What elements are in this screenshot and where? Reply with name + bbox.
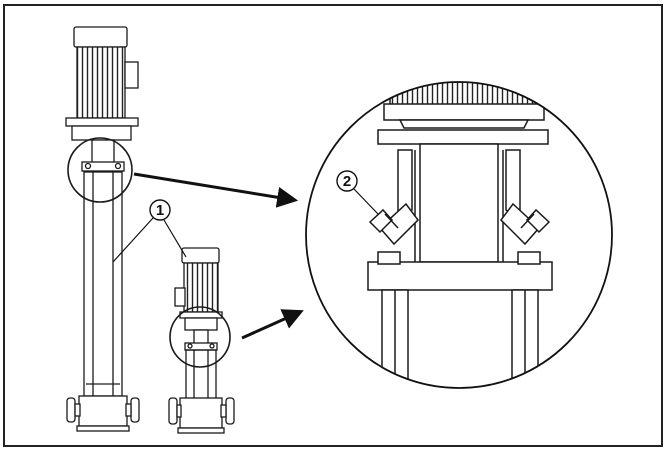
short-pump-column bbox=[185, 349, 217, 401]
tall-pump-flange bbox=[65, 117, 139, 127]
tall-pump-terminal-box bbox=[124, 61, 139, 89]
detail-bottom-flange bbox=[367, 261, 553, 291]
magnified-detail bbox=[305, 81, 613, 389]
short-pump-motor bbox=[183, 262, 219, 313]
callout-2-label: 2 bbox=[343, 173, 351, 190]
short-pump-base bbox=[179, 397, 223, 429]
short-pump-outlet-flange bbox=[225, 397, 235, 425]
short-pump-terminal-box bbox=[174, 287, 186, 307]
short-pump bbox=[168, 247, 235, 434]
arrow-right-icon bbox=[133, 172, 299, 208]
tall-pump-motor-cap bbox=[73, 26, 128, 48]
callout-1: 1 bbox=[112, 199, 187, 263]
callout-2-leader bbox=[353, 188, 379, 215]
detail-vent-screw-left bbox=[368, 202, 419, 246]
callout-1-leader-right bbox=[163, 219, 187, 258]
tall-pump bbox=[65, 26, 140, 432]
tall-pump-outlet-flange bbox=[130, 397, 140, 423]
callout-1-leader-left bbox=[112, 217, 154, 263]
callout-2: 2 bbox=[336, 170, 379, 215]
short-pump-inlet-flange bbox=[168, 397, 178, 425]
arrow-up-right-icon bbox=[241, 309, 304, 340]
detail-shaft bbox=[419, 143, 499, 263]
callout-2-circle bbox=[336, 170, 358, 192]
callout-1-label: 1 bbox=[156, 202, 164, 219]
tall-pump-column bbox=[83, 171, 123, 397]
tall-pump-motor bbox=[76, 46, 126, 119]
outer-frame bbox=[3, 4, 663, 447]
magnified-detail-circle bbox=[305, 81, 613, 389]
tall-pump-detail-circle bbox=[67, 137, 133, 203]
short-pump-motor-cap bbox=[181, 247, 220, 264]
tall-pump-inlet-flange bbox=[66, 397, 76, 423]
detail-vent-screw-right bbox=[500, 202, 551, 246]
detail-flange bbox=[377, 129, 549, 145]
short-pump-detail-circle bbox=[169, 306, 231, 368]
callout-1-circle bbox=[149, 199, 171, 221]
tall-pump-base bbox=[78, 395, 128, 427]
